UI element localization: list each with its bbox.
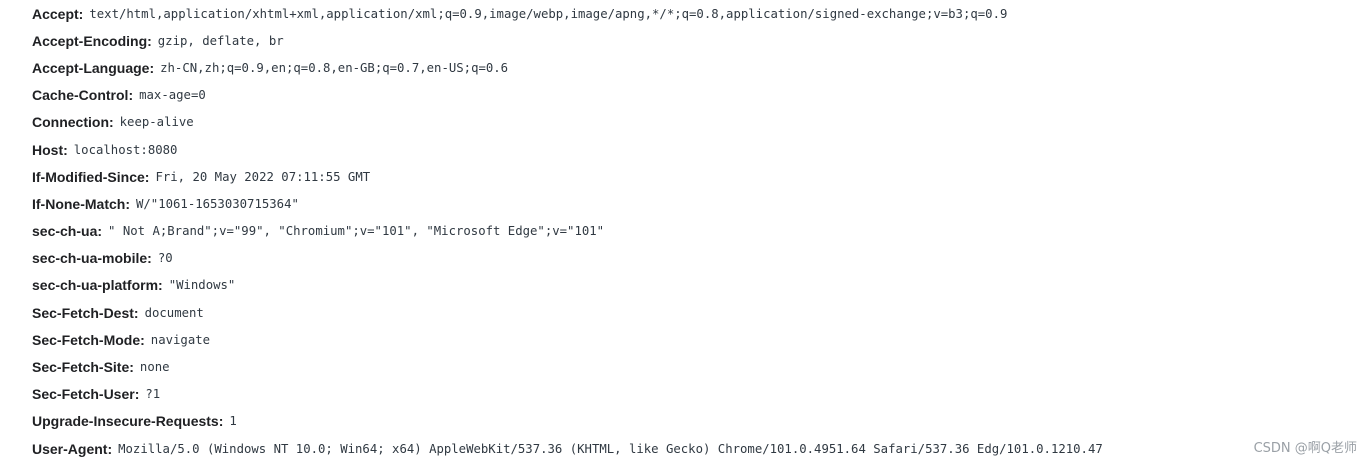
header-name: Sec-Fetch-Dest:: [32, 304, 139, 321]
header-name: Sec-Fetch-Site:: [32, 359, 134, 376]
header-value: W/"1061-1653030715364": [136, 196, 299, 211]
header-name: If-None-Match:: [32, 195, 130, 212]
header-value: document: [144, 305, 204, 320]
header-value: max-age=0: [139, 88, 206, 103]
header-row-user-agent: User-Agent: Mozilla/5.0 (Windows NT 10.0…: [32, 435, 1103, 462]
header-name: Host:: [32, 141, 68, 158]
header-value: zh-CN,zh;q=0.9,en;q=0.8,en-GB;q=0.7,en-U…: [160, 60, 509, 75]
header-row-sec-fetch-user: Sec-Fetch-User: ?1: [32, 381, 1103, 408]
header-value: gzip, deflate, br: [157, 33, 284, 48]
header-row-if-none-match: If-None-Match: W/"1061-1653030715364": [32, 190, 1103, 217]
header-row-upgrade-insecure-requests: Upgrade-Insecure-Requests: 1: [32, 408, 1103, 435]
header-row-sec-fetch-site: Sec-Fetch-Site: none: [32, 353, 1103, 380]
header-row-sec-ch-ua-platform: sec-ch-ua-platform: "Windows": [32, 272, 1103, 299]
header-value: none: [139, 360, 170, 375]
header-name: Cache-Control:: [32, 87, 134, 104]
header-row-sec-fetch-dest: Sec-Fetch-Dest: document: [32, 299, 1103, 326]
header-value: localhost:8080: [73, 142, 178, 157]
header-row-accept-encoding: Accept-Encoding: gzip, deflate, br: [32, 27, 1103, 54]
header-value: 1: [229, 414, 237, 429]
header-name: Accept-Encoding:: [32, 32, 152, 49]
header-value: Fri, 20 May 2022 07:11:55 GMT: [155, 169, 371, 184]
header-name: Sec-Fetch-Mode:: [32, 331, 145, 348]
header-value: text/html,application/xhtml+xml,applicat…: [89, 6, 1008, 21]
header-row-cache-control: Cache-Control: max-age=0: [32, 82, 1103, 109]
header-row-connection: Connection: keep-alive: [32, 109, 1103, 136]
header-row-sec-ch-ua: sec-ch-ua: " Not A;Brand";v="99", "Chrom…: [32, 218, 1103, 245]
header-name: Sec-Fetch-User:: [32, 386, 140, 403]
header-name: User-Agent:: [32, 440, 113, 457]
header-name: If-Modified-Since:: [32, 168, 150, 185]
header-row-host: Host: localhost:8080: [32, 136, 1103, 163]
header-value: ?0: [157, 251, 173, 266]
header-name: Upgrade-Insecure-Requests:: [32, 413, 224, 430]
header-name: Accept:: [32, 5, 84, 22]
header-value: keep-alive: [119, 115, 194, 130]
header-row-sec-fetch-mode: Sec-Fetch-Mode: navigate: [32, 326, 1103, 353]
request-headers-list: Accept: text/html,application/xhtml+xml,…: [32, 0, 1103, 462]
header-row-accept-language: Accept-Language: zh-CN,zh;q=0.9,en;q=0.8…: [32, 54, 1103, 81]
csdn-watermark: CSDN @啊Q老师: [1253, 441, 1357, 456]
header-value: ?1: [145, 387, 161, 402]
header-name: Accept-Language:: [32, 59, 155, 76]
header-row-if-modified-since: If-Modified-Since: Fri, 20 May 2022 07:1…: [32, 163, 1103, 190]
header-value: navigate: [150, 332, 211, 347]
header-name: sec-ch-ua-mobile:: [32, 250, 152, 267]
header-value: " Not A;Brand";v="99", "Chromium";v="101…: [108, 224, 605, 239]
header-name: sec-ch-ua:: [32, 223, 103, 240]
header-value: "Windows": [168, 278, 236, 293]
header-name: Connection:: [32, 114, 114, 131]
header-value: Mozilla/5.0 (Windows NT 10.0; Win64; x64…: [118, 441, 1103, 456]
header-name: sec-ch-ua-platform:: [32, 277, 163, 294]
header-row-sec-ch-ua-mobile: sec-ch-ua-mobile: ?0: [32, 245, 1103, 272]
header-row-accept: Accept: text/html,application/xhtml+xml,…: [32, 0, 1103, 27]
